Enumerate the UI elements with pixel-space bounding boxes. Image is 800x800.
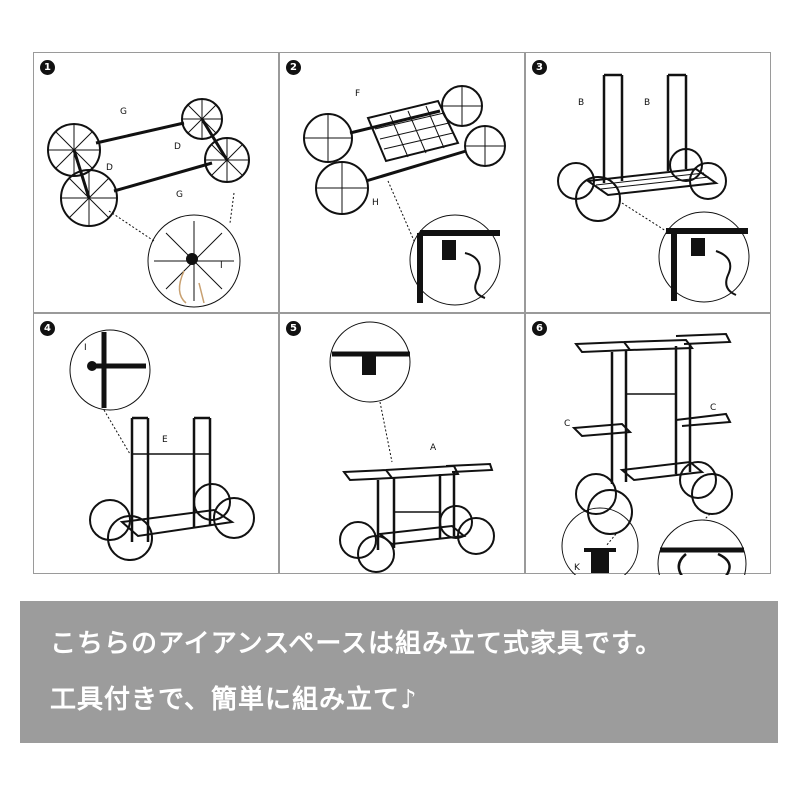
part-label-c: C [710,403,716,413]
detail-zoom-circle [657,519,747,575]
wheel [575,473,617,515]
step-6-panel: 6 C C K [525,313,771,575]
part-label-c: C [564,419,570,429]
part-label-g: G [120,107,127,117]
wheel [107,515,153,561]
part-label-i: I [220,261,223,271]
step-3-illustration: B B [557,73,750,303]
step-5-panel: 5 A [279,313,525,574]
step-number: 6 [532,321,547,336]
step-5-illustration: A [329,321,495,573]
step-number: 1 [40,60,55,75]
detail-zoom-circle [561,507,639,575]
assembly-instructions-grid: 1 G D [33,52,771,575]
caption-line-2: 工具付きで、簡単に組み立て♪ [50,685,418,715]
detail-zoom-circle [69,329,151,411]
wheel [575,176,621,222]
step-2-panel: 2 F H [279,52,525,313]
step-number: 5 [286,321,301,336]
detail-zoom-circle [329,321,411,403]
caption-line-1: こちらのアイアンスペースは組み立て式家具です。 [50,629,663,659]
step-number: 3 [532,60,547,75]
part-label-k: K [574,563,581,573]
wheel [587,489,633,535]
caption-banner: こちらのアイアンスペースは組み立て式家具です。 工具付きで、簡単に組み立て♪ [20,601,778,743]
wheel [689,162,727,200]
part-label-a: A [430,443,437,453]
part-label-b: B [644,98,650,108]
part-label-g: G [176,190,183,200]
step-2-illustration: F H [303,85,506,306]
detail-zoom-circle [409,214,501,306]
part-label-b: B [578,98,584,108]
part-label-e: E [162,435,168,445]
wheel [193,483,231,521]
wheel [357,535,395,573]
step-number: 4 [40,321,55,336]
part-label-d: D [106,163,113,173]
wheel [691,473,733,515]
wheel [679,461,717,499]
part-label-d: D [174,142,181,152]
detail-zoom-circle [147,214,241,308]
detail-zoom-circle [658,211,750,303]
step-6-illustration: C C K [561,332,747,575]
step-3-panel: 3 B B [525,52,771,313]
step-number: 2 [286,60,301,75]
step-4-panel: 4 I E [33,313,279,574]
wheel [439,505,473,539]
part-label-f: F [355,89,360,99]
step-1-illustration: G D D G I [47,98,250,308]
wheel [213,497,255,539]
part-label-i: I [84,343,87,353]
wheel [89,499,131,541]
step-4-illustration: I E [69,329,255,561]
step-1-panel: 1 G D [33,52,279,313]
part-label-h: H [372,198,379,208]
wheel [457,517,495,555]
